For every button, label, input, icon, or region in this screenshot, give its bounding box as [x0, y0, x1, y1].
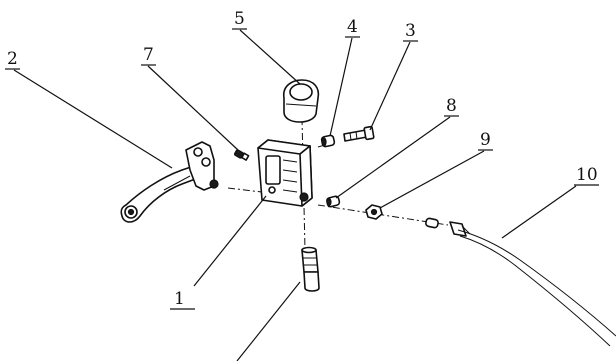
callout-2: 2 — [5, 49, 20, 70]
callout-4: 4 — [345, 17, 360, 38]
callout-3: 3 — [403, 21, 418, 42]
callout-1: 1 — [170, 289, 195, 310]
callout-label: 10 — [576, 165, 598, 185]
part-1-bracket-housing — [257, 139, 313, 207]
callout-label: 1 — [174, 289, 185, 309]
callout-label: 9 — [480, 130, 491, 150]
part-9-hex-nut — [365, 204, 383, 220]
callout-label: 4 — [347, 17, 358, 37]
part-8-sleeve — [326, 195, 341, 208]
callout-label: 3 — [405, 21, 416, 41]
callout-9: 9 — [478, 130, 493, 151]
part-4-pin — [320, 134, 336, 148]
part-3-bolt — [343, 125, 375, 142]
callout-5: 5 — [232, 9, 247, 30]
callout-7: 7 — [141, 45, 156, 66]
callout-label: 7 — [143, 45, 154, 65]
leader-lines — [13, 29, 577, 361]
part-5-ring-clamp — [282, 79, 320, 123]
callout-label: 8 — [446, 96, 457, 116]
callout-label: 5 — [234, 9, 245, 29]
callout-label: 2 — [7, 49, 18, 69]
part-2-lever-arm — [120, 141, 219, 223]
lower-bolt — [301, 246, 320, 292]
callout-10: 10 — [574, 165, 599, 186]
part-10-control-cable — [425, 217, 616, 347]
part-7-small-screw — [233, 149, 250, 161]
callout-8: 8 — [444, 96, 459, 117]
